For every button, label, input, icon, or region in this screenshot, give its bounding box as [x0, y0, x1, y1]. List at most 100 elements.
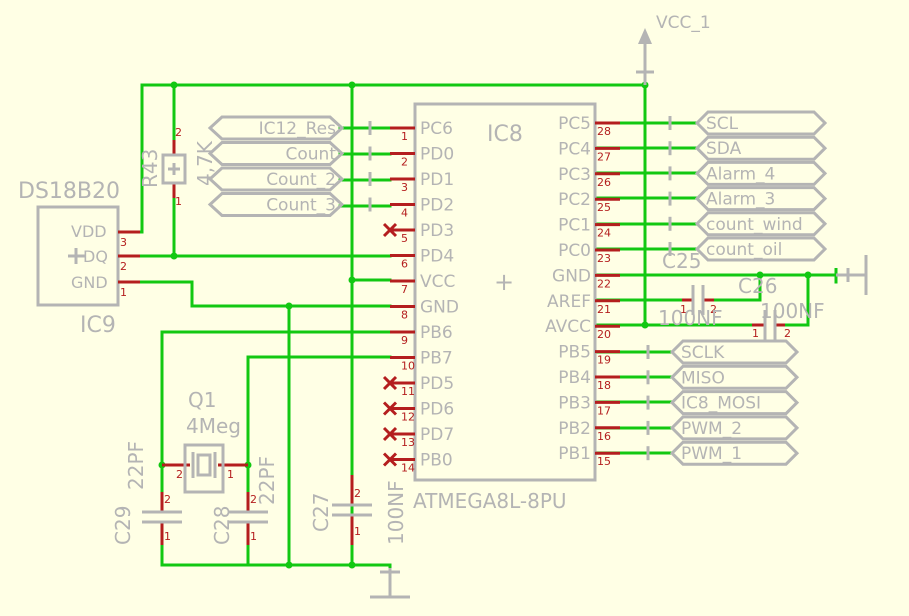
ic8-pin-name: PB0 [420, 451, 453, 471]
ic8-pin-num: 24 [597, 227, 611, 240]
gnd-symbol-bottom [370, 568, 410, 599]
net-label-text: PWM_1 [681, 444, 742, 464]
c26-name: C26 [738, 274, 777, 298]
ic9-pin-num: 2 [120, 260, 127, 273]
ic8-pin-num: 18 [597, 379, 611, 392]
c25-value: 100NF [658, 306, 723, 330]
ic9-pin-num: 3 [120, 236, 127, 249]
net-label-text: MISO [681, 368, 725, 388]
capacitor-c25: 1 2 C25 100NF [658, 249, 723, 330]
ic8-pin-num: 3 [401, 181, 408, 194]
ic8-plus: + [494, 268, 514, 296]
resistor-r43: 2 1 R43 4,7K [138, 126, 217, 208]
ic8-pin-name: PD5 [420, 374, 454, 394]
c25-name: C25 [662, 249, 701, 273]
ic8-value: ATMEGA8L-8PU [413, 489, 567, 513]
capacitor-c27: 2 1 C27 100NF [309, 475, 408, 545]
avcc-aref-net [595, 268, 865, 327]
junction [348, 561, 356, 569]
junction [170, 81, 178, 89]
ic8-pin-num: 15 [597, 455, 611, 468]
ic8-pin-num: 1 [401, 130, 408, 143]
net-label-flag [207, 192, 345, 217]
net-label-text: Count [286, 145, 337, 165]
net-label-text: IC8_MOSI [681, 394, 761, 414]
net-label-flag [207, 115, 345, 141]
ic8-pin-num: 17 [597, 404, 611, 417]
ic8-pin-name: PC3 [558, 165, 591, 185]
c25-pin1: 1 [680, 303, 687, 316]
ic8-pin-name: PC5 [558, 114, 591, 134]
ic8-pin-name: GND [420, 298, 459, 318]
ic8-right-pins: 28PC527PC426PC325PC224PC123PC022GND21ARE… [545, 114, 620, 468]
r43-net [120, 83, 392, 258]
net-label-text: IC12_Res [259, 119, 337, 139]
net-label-flag [207, 141, 345, 166]
net-label-flag [669, 440, 800, 466]
capacitor-c26: 1 2 C26 100NF [738, 274, 825, 340]
ic8-pin-num: 6 [401, 258, 408, 271]
ic8-pin-name: PD4 [420, 247, 454, 267]
q1-pin1: 1 [227, 468, 234, 481]
r43-pin1: 1 [175, 195, 182, 208]
c29-pin1: 1 [164, 530, 171, 543]
net-label-text: Count_2 [266, 170, 336, 190]
net-label-flag [207, 166, 345, 192]
no-connect-mark [382, 401, 398, 416]
ic8-pin-name: PC4 [558, 139, 591, 159]
no-connect-mark [382, 452, 398, 467]
net-label-flag [694, 236, 828, 262]
c26-value: 100NF [760, 299, 825, 323]
no-connect-mark [382, 222, 398, 238]
ic8-pin-name: PD7 [420, 425, 454, 445]
ic9: DS18B20 IC9 VDD DQ GND 3 2 1 [18, 179, 140, 338]
ic8-pin-num: 8 [401, 309, 408, 322]
no-connect-mark [382, 375, 398, 391]
ic8-pin-num: 23 [597, 252, 611, 265]
net-label-text: SDA [706, 139, 742, 159]
ic8-pin-num: 10 [401, 360, 415, 373]
q1-name: Q1 [188, 388, 216, 412]
junction [170, 252, 178, 260]
junction [348, 81, 356, 89]
ic8-pin-num: 21 [597, 303, 611, 316]
no-connect-mark [382, 426, 398, 442]
c26-pin1: 1 [752, 327, 759, 340]
ic8-pin-num: 9 [401, 334, 408, 347]
c29-name: C29 [111, 506, 135, 545]
ic8-pin-num: 22 [597, 277, 611, 290]
c29-pin2: 2 [164, 493, 171, 506]
net-label-flag [694, 110, 828, 136]
c28-value: 22PF [255, 456, 279, 505]
ic8-pin-num: 11 [401, 385, 415, 398]
ic8-pin-num: 5 [401, 232, 408, 245]
ic8-pin-name: VCC [420, 272, 455, 292]
net-label-text: Count_3 [266, 196, 336, 216]
ic8-pin-name: PB5 [558, 343, 591, 363]
c29-value: 22PF [124, 441, 148, 490]
r43-pin2: 2 [175, 126, 182, 139]
c27-name: C27 [309, 493, 333, 532]
net-label-flag [669, 415, 800, 441]
ic8-pin-name: PB7 [420, 349, 453, 369]
c25-pin2: 2 [710, 303, 717, 316]
left-label-wires [338, 126, 392, 208]
net-label-text: Alarm_3 [706, 190, 775, 210]
c27-pin1: 1 [354, 525, 361, 538]
right-label-wires-top [595, 121, 699, 251]
junction [285, 302, 293, 310]
ic8-name: IC8 [487, 122, 523, 147]
net-label-text: count_wind [706, 215, 803, 235]
ic8-pin-name: PC0 [558, 241, 591, 261]
ic8-pin-name: PC2 [558, 190, 591, 210]
ic8-pin-name: GND [552, 266, 591, 286]
ic8-pin-num: 26 [597, 176, 611, 189]
junction [804, 271, 812, 279]
net-label-flag [669, 390, 800, 416]
ic9-pin-dq: DQ [83, 247, 108, 266]
net-label-flag [694, 186, 828, 212]
net-label-text: Alarm_4 [706, 164, 775, 184]
net-label-flag [669, 339, 800, 365]
